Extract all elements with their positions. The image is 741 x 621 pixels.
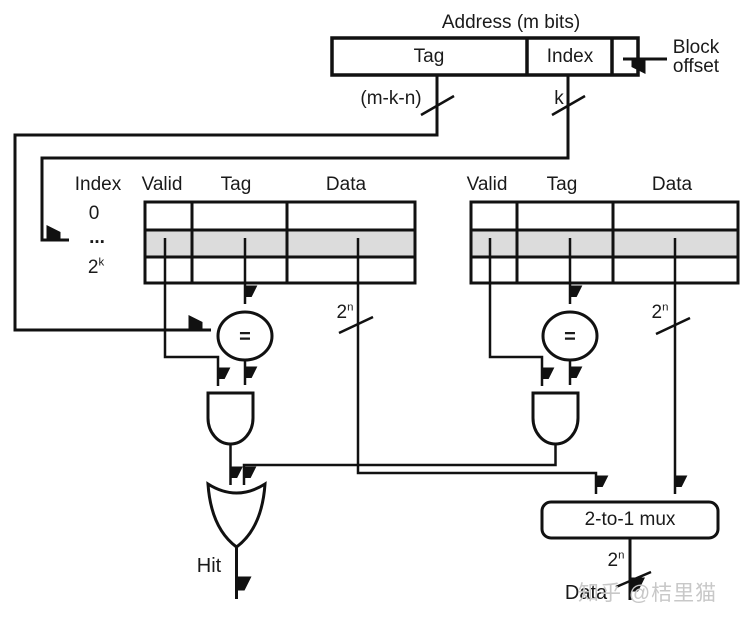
right-tag-header: Tag (546, 174, 578, 195)
right-data-width-slash (655, 316, 691, 336)
block-offset-label: Block offset (672, 37, 720, 77)
tag-width-label: (m-k-n) (360, 88, 422, 109)
right-comparator-symbol: = (564, 326, 576, 348)
tag-field-label: Tag (413, 46, 445, 67)
left-comparator-symbol: = (239, 326, 251, 348)
right-selected-set-row (471, 230, 738, 257)
right-valid-header: Valid (466, 174, 508, 195)
output-data-width-slash (615, 570, 652, 589)
right-and-gate (531, 391, 580, 446)
right-cache-table (469, 200, 740, 285)
right-data-width-label: 2n (651, 301, 669, 323)
right-and-to-or-line (242, 445, 557, 485)
tag-width-slash (420, 94, 455, 117)
row-label-0: 0 (88, 203, 100, 224)
or-gate (206, 481, 267, 549)
left-valid-header: Valid (141, 174, 183, 195)
watermark: 知乎 @桔里猫 (578, 582, 718, 605)
right-valid-line (488, 238, 542, 386)
tag-bus-line (13, 75, 439, 332)
left-selected-set-row (145, 230, 415, 257)
hit-output-label: Hit (196, 555, 222, 577)
row-label-dots: ... (89, 227, 105, 248)
output-data-width-label: 2n (607, 549, 625, 571)
right-data-header: Data (651, 174, 693, 195)
left-tag-header: Tag (220, 174, 252, 195)
address-register-box (330, 36, 640, 77)
index-field-label: Index (546, 46, 594, 67)
index-width-label: k (554, 88, 564, 109)
left-data-width-slash (338, 315, 374, 335)
left-valid-line (163, 238, 218, 386)
row-label-2k: 2k (87, 256, 105, 278)
left-and-gate (206, 391, 255, 446)
data-output-label: Data (564, 582, 608, 604)
left-data-line (356, 238, 596, 494)
row-index-header: Index (74, 174, 122, 195)
mux-label: 2-to-1 mux (584, 509, 676, 530)
left-data-header: Data (325, 174, 367, 195)
index-bus-line (40, 75, 570, 242)
left-data-width-label: 2n (336, 301, 354, 323)
index-width-slash (551, 94, 586, 117)
address-title: Address (m bits) (441, 12, 581, 33)
left-cache-table (143, 200, 417, 285)
